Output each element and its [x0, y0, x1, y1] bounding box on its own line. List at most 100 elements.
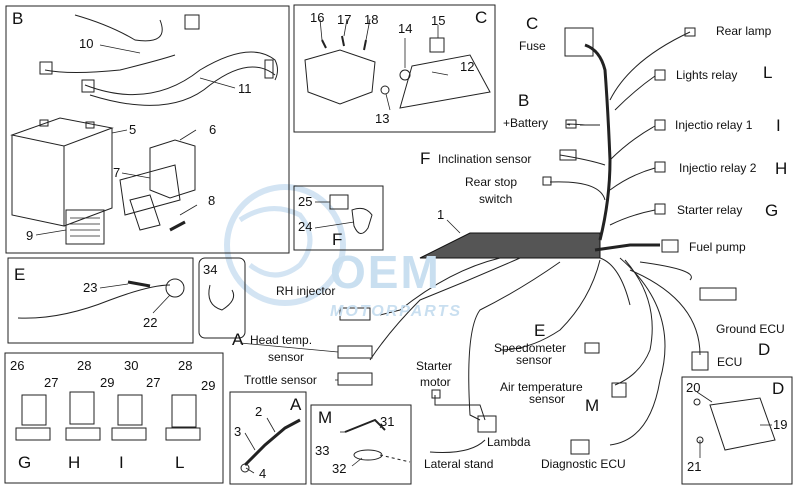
part-10: 10: [79, 36, 94, 51]
air-temp-gasket-icon: [353, 449, 383, 461]
battery-cable-10-lower: [44, 54, 176, 73]
part-4: 4: [259, 466, 267, 481]
harness-air-temp: [614, 259, 653, 386]
part-27b: 27: [146, 375, 161, 390]
harness-lambda: [468, 261, 561, 421]
part-32: 32: [332, 461, 347, 476]
group-i: I: [776, 116, 781, 135]
part-28b: 28: [178, 358, 193, 373]
part-29b: 29: [201, 378, 216, 393]
box-m-airtemp: [310, 404, 412, 485]
harness-inj-relay-2: [609, 167, 656, 191]
rear-lamp-connector-icon: [684, 27, 696, 37]
part-16: 16: [310, 10, 325, 25]
label-head-temp-1: Head temp.: [250, 333, 313, 347]
group-e-box: E: [14, 265, 26, 284]
inclination-connector-icon: [559, 149, 577, 161]
part-31: 31: [380, 414, 395, 429]
battery-connector-icon: [565, 119, 577, 129]
part-19: 19: [773, 417, 788, 432]
part-7: 7: [113, 165, 121, 180]
group-d-box: D: [772, 379, 785, 398]
label-battery: +Battery: [503, 116, 549, 130]
part-14: 14: [398, 21, 413, 36]
group-b: B: [12, 9, 24, 28]
head-temp-connector-icon: [337, 345, 373, 359]
relay-l-icon: [165, 394, 201, 441]
ecu-connector-icon: [691, 351, 709, 371]
harness-lights-relay: [614, 75, 656, 111]
part-2: 2: [255, 404, 263, 419]
relay-h-icon: [65, 391, 101, 441]
box-b-battery: [5, 5, 290, 254]
rear-stop-connector-icon: [542, 176, 552, 186]
label-inclination-sensor: Inclination sensor: [438, 152, 532, 166]
inclination-sensor-24-icon: [351, 207, 373, 234]
cable-end-icon: [264, 59, 274, 79]
part-18: 18: [364, 12, 379, 27]
battery-cable-10: [74, 14, 163, 42]
fuse-box-icon: [304, 49, 376, 105]
part-23: 23: [83, 280, 98, 295]
part-1: 1: [437, 207, 445, 222]
label-air-temp-1: Air temperature: [500, 380, 583, 394]
part-17: 17: [337, 12, 352, 27]
screw-23-icon: [127, 280, 151, 288]
label-air-temp-2: sensor: [529, 392, 566, 406]
label-lights-relay: Lights relay: [676, 68, 738, 82]
group-d: D: [758, 340, 771, 359]
cable-clamp-icon-2: [81, 79, 95, 93]
label-head-temp-2: sensor: [268, 350, 305, 364]
relay-i-icon: [111, 394, 147, 441]
group-e: E: [534, 321, 546, 340]
label-lateral-stand: Lateral stand: [424, 457, 494, 471]
part-27a: 27: [44, 375, 59, 390]
fuel-pump-connector-icon: [661, 239, 679, 253]
inclination-sensor-25-icon: [329, 194, 349, 210]
leader-lines: [35, 18, 772, 474]
label-ground-ecu: Ground ECU: [716, 322, 785, 336]
box-c-fuse: [293, 4, 496, 133]
fuse-icons: [321, 35, 367, 51]
group-c-box: C: [475, 8, 488, 27]
group-h: H: [775, 159, 788, 178]
battery-bracket-7: [119, 164, 181, 216]
screw-13-icon: [380, 85, 390, 95]
harness-inj-relay-1: [609, 125, 656, 161]
box-relays: [4, 352, 224, 484]
fuse-connector-icon: [564, 27, 594, 57]
speedometer-connector-icon: [584, 342, 600, 354]
label-rear-lamp: Rear lamp: [716, 24, 772, 38]
battery-cable-11: [84, 51, 278, 96]
speed-sensor-22-icon: [165, 278, 185, 298]
group-f: F: [420, 149, 431, 168]
part-22: 22: [143, 315, 158, 330]
box-a-headtemp: [229, 391, 307, 485]
main-harness-1-icon: [419, 232, 601, 259]
part-15: 15: [431, 13, 446, 28]
battery-cable-11b: [89, 66, 276, 106]
group-c: C: [526, 14, 539, 33]
relay-label-g: G: [18, 453, 32, 472]
label-starter-motor-1: Starter: [416, 359, 453, 373]
ground-ecu-tag-icon: [699, 287, 737, 301]
harness-starter-relay: [609, 209, 656, 226]
part-28a: 28: [77, 358, 92, 373]
screw-8-icon: [169, 220, 186, 232]
label-speedometer-2: sensor: [516, 353, 553, 367]
battery-holder-6: [149, 139, 196, 199]
part-26: 26: [10, 358, 25, 373]
head-temp-sensor-icon: [243, 418, 301, 467]
part-34: 34: [203, 262, 218, 277]
battery-icon: [10, 117, 114, 227]
part-29a: 29: [100, 375, 115, 390]
label-rear-stop-1: Rear stop: [465, 175, 518, 189]
part-12: 12: [460, 59, 475, 74]
watermark-brand: OEM: [330, 246, 441, 298]
harness-rh-injector: [379, 257, 501, 316]
part-25: 25: [298, 194, 313, 209]
harness-to-speedometer: [599, 257, 631, 306]
rh-injector-connector-icon: [339, 307, 371, 321]
fuse-tray-12-icon: [399, 54, 491, 109]
